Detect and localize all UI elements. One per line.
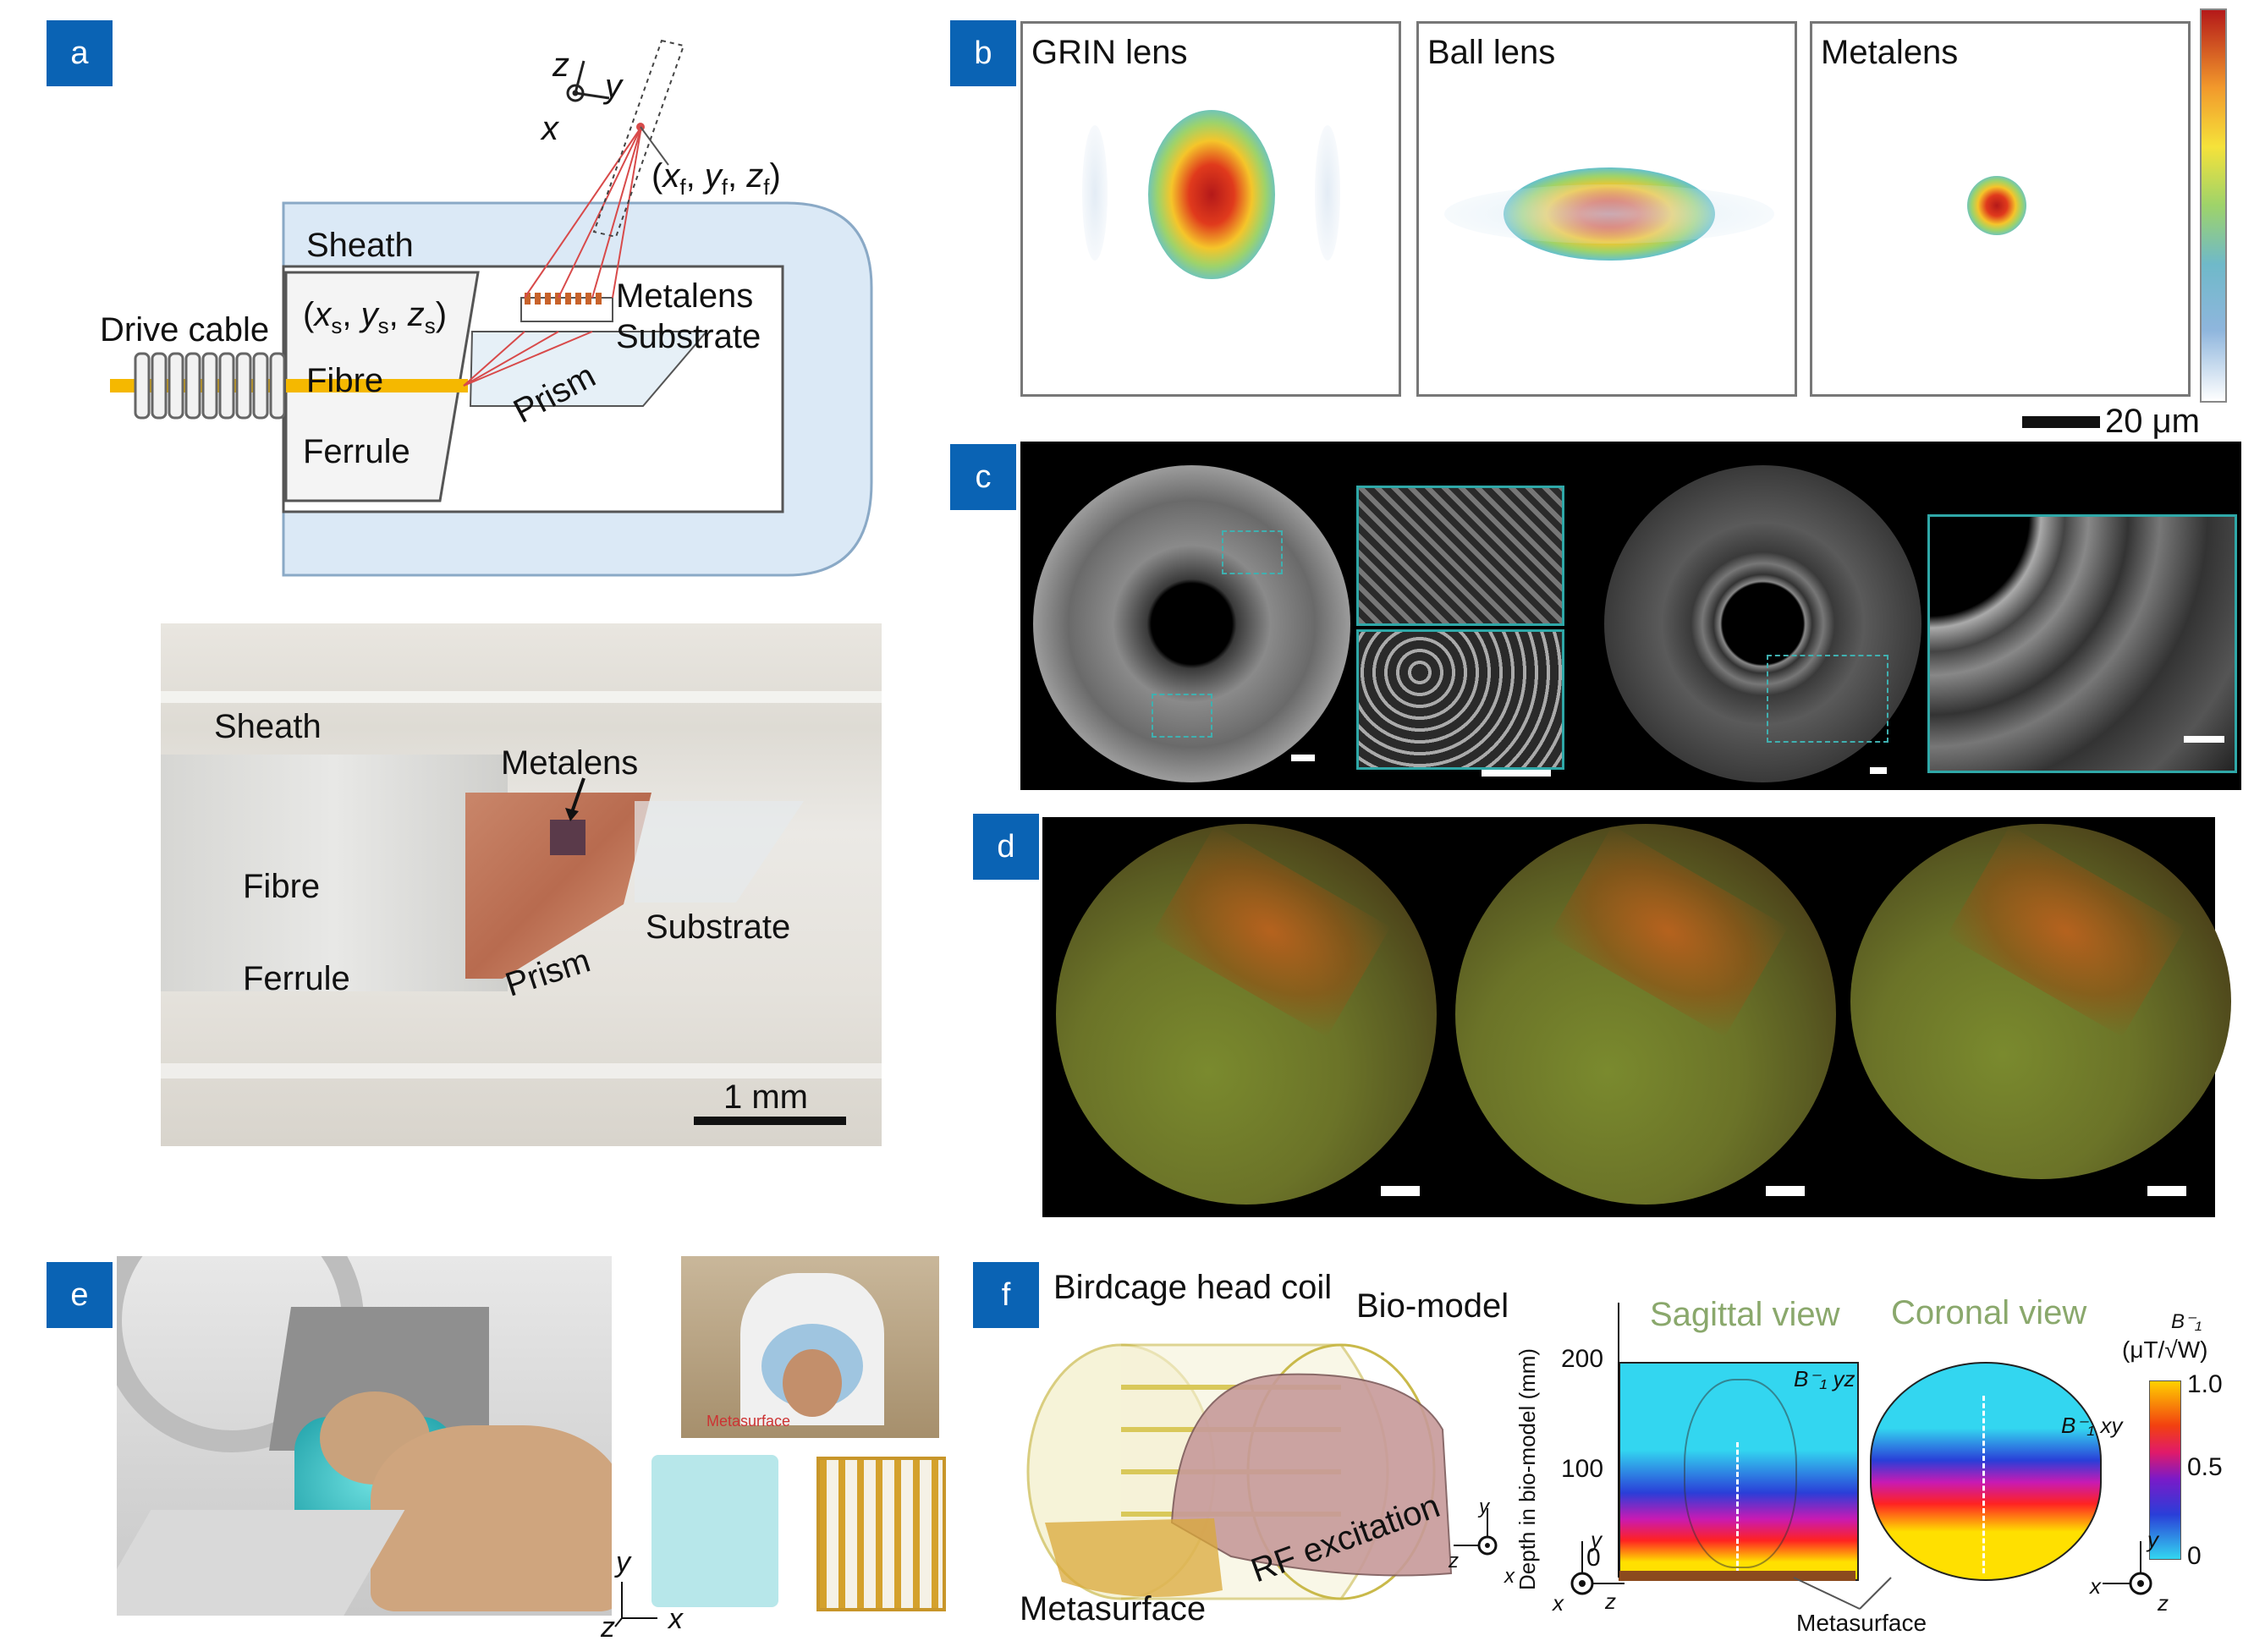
axis-x-label-e: x [668, 1603, 683, 1635]
ytick-100: 100 [1561, 1455, 1604, 1483]
axis-z-label-f-right: z [2158, 1590, 2169, 1616]
oct-cross-section-right [1604, 465, 1921, 782]
colorbar-tick-1: 1.0 [2187, 1370, 2223, 1398]
axes-e [614, 1582, 657, 1627]
drive-cable-label: Drive cable [100, 311, 270, 349]
ytick-200: 200 [1561, 1345, 1604, 1373]
psf-ball: Ball lens [1416, 21, 1797, 397]
metasurface-left-label: Metasurface [1020, 1590, 1207, 1627]
axis-y-label-f-right: y [2147, 1527, 2158, 1552]
axis-y-label-f-left: y [1591, 1527, 1602, 1552]
axis-y-label-e: y [616, 1546, 630, 1578]
source-point-label: (xs, ys, zs) [303, 296, 448, 338]
panel-label-a: a [47, 20, 113, 86]
metalens-pillars [525, 293, 602, 305]
substrate-label: Substrate [616, 318, 761, 355]
axis-y-label-f-mid: y [1479, 1496, 1489, 1518]
photo-sheath-label: Sheath [214, 708, 322, 745]
oct-image-strip [1020, 442, 2241, 790]
axis-z-label-f-left: z [1605, 1589, 1616, 1614]
light-rays [463, 126, 642, 387]
photo-fibre-label: Fibre [243, 868, 321, 905]
ferrule-label: Ferrule [303, 433, 410, 470]
photo-scale-bar [694, 1117, 846, 1125]
metasurface-blank-sample [651, 1455, 778, 1607]
fluorescence-strip [1042, 817, 2231, 1217]
photo-metalens-label: Metalens [501, 744, 639, 782]
fibre-label: Fibre [306, 362, 384, 399]
psf-scale-label: 20 μm [2105, 403, 2200, 440]
focus-beam-outline [592, 39, 685, 239]
photo-substrate-label: Substrate [646, 908, 791, 946]
ytick-0: 0 [1586, 1544, 1601, 1572]
axes-f-right [2103, 1541, 2152, 1595]
axis-x-label-f-left: x [1553, 1590, 1564, 1616]
panel-label-e: e [47, 1262, 113, 1328]
psf-colorbar [2200, 8, 2227, 403]
panel-label-d: d [973, 814, 1039, 880]
axes-f-mid [1454, 1508, 1498, 1556]
coronal-title: Coronal view [1891, 1294, 2087, 1331]
panel-label-b: b [950, 20, 1016, 86]
metasurface-pattern-sample [816, 1457, 946, 1611]
focal-point-label: (xf, yf, zf) [651, 157, 781, 200]
colorbar-tick-0: 0 [2187, 1542, 2202, 1570]
mri-photo-inset [681, 1256, 939, 1438]
psf-grin-title: GRIN lens [1031, 34, 1188, 71]
photo-scale-label: 1 mm [723, 1078, 808, 1116]
axis-z-label-f-mid: z [1449, 1550, 1459, 1572]
biomodel-label: Bio-model [1356, 1287, 1509, 1325]
metalens-label: Metalens [616, 277, 754, 315]
psf-ball-title: Ball lens [1427, 34, 1556, 71]
photo-ferrule-label: Ferrule [243, 960, 350, 997]
depth-axis-line [1618, 1303, 1619, 1578]
drive-cable-coil [134, 352, 286, 420]
b1-yz-label: B⁻₁ yz [1794, 1366, 1855, 1391]
oct-en-face-left [1033, 465, 1350, 782]
panel-label-c: c [950, 444, 1016, 510]
axes-f-left [1570, 1541, 1625, 1595]
catheter-photo [161, 623, 882, 1146]
photo-metalens-arrow [565, 777, 585, 821]
birdcage-label: Birdcage head coil [1053, 1269, 1333, 1306]
axis-z-label-a: z [553, 47, 569, 84]
depth-axis-label: Depth in bio-model (mm) [1515, 1347, 1540, 1590]
psf-metalens: Metalens [1810, 21, 2191, 397]
sheath-label: Sheath [306, 227, 414, 264]
coronal-field-map [1870, 1362, 2102, 1581]
psf-grin: GRIN lens [1020, 21, 1401, 397]
colorbar-tick-05: 0.5 [2187, 1453, 2223, 1481]
axis-x-label-f-mid: x [1504, 1565, 1515, 1588]
axis-y-label-a: y [605, 68, 622, 105]
colorbar-title: B⁻₁ [2171, 1310, 2202, 1333]
metalens-catheter-schematic [110, 39, 873, 577]
mri-scene-render [117, 1256, 612, 1616]
birdcage-coil-render [1026, 1343, 1453, 1600]
mri-inset-metasurface-text: Metasurface [706, 1413, 791, 1430]
axis-x-label-f-right: x [2090, 1573, 2101, 1599]
metasurface-pointer-lines [1793, 1577, 1892, 1610]
field-colorbar [2149, 1380, 2181, 1560]
panel-label-f: f [973, 1262, 1039, 1328]
axis-x-label-a: x [542, 110, 558, 147]
axis-z-label-e: z [601, 1611, 615, 1644]
b1-xy-label: B⁻₁ xy [2061, 1413, 2123, 1438]
psf-scale-bar [2022, 416, 2100, 428]
sagittal-title: Sagittal view [1650, 1296, 1840, 1333]
colorbar-unit: (μT/√W) [2122, 1336, 2208, 1363]
coordinate-axes-a [566, 60, 610, 102]
psf-metalens-title: Metalens [1821, 34, 1959, 71]
metasurface-bottom-label: Metasurface [1796, 1610, 1927, 1636]
